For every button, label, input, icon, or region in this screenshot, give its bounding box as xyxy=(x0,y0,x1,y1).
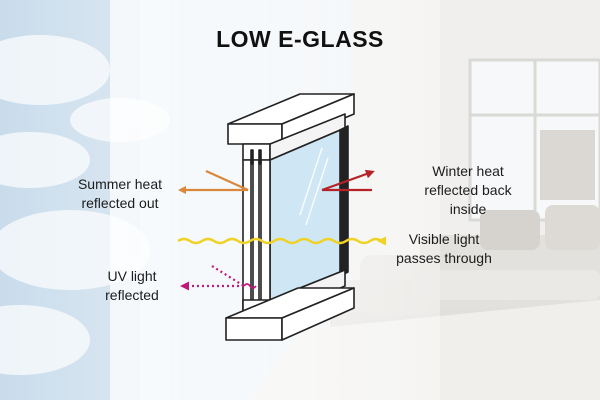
visible-light-label: Visible light passes through xyxy=(396,231,492,266)
uv-light-ray xyxy=(180,265,257,291)
winter-heat-ray xyxy=(321,169,375,192)
summer-heat-ray xyxy=(178,169,249,194)
winter-heat-label: Winter heat reflected back inside xyxy=(424,163,512,217)
uv-light-label: UV light reflected xyxy=(105,268,159,303)
summer-heat-label: Summer heat reflected out xyxy=(77,176,163,211)
visible-light-ray xyxy=(177,236,386,246)
page-title: LOW E-GLASS xyxy=(216,26,384,52)
